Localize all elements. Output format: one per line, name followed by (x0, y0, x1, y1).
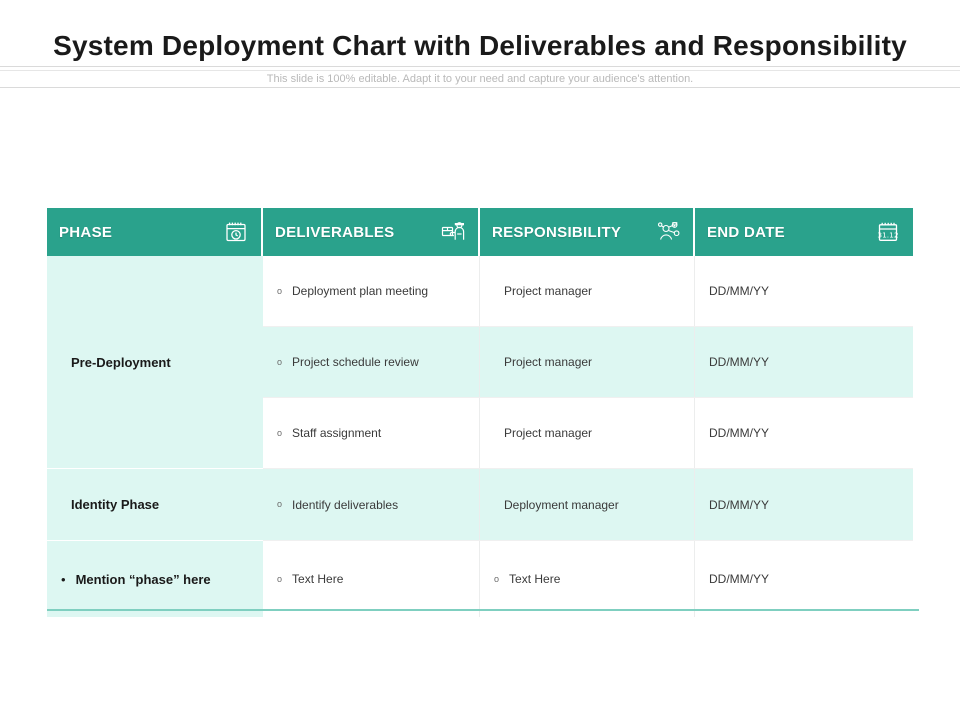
deco-line-5 (0, 87, 960, 88)
table-bottom-rule (47, 609, 919, 611)
title-block: System Deployment Chart with Deliverable… (0, 26, 960, 66)
cell-deliverable: o Deployment plan meeting (263, 256, 480, 326)
table-row[interactable]: o Staff assignment Project manager DD/MM… (263, 398, 913, 469)
cell-deliverable: o Staff assignment (263, 398, 480, 468)
table-row[interactable]: o Text Here o Text Here DD/MM/YY (263, 541, 913, 617)
value-deliverable: Project schedule review (292, 355, 419, 369)
table-header-row: PHASE DELIVERABLES (47, 208, 913, 256)
value-responsibility: Project manager (504, 426, 593, 440)
slide-subtitle: This slide is 100% editable. Adapt it to… (256, 73, 704, 85)
value-responsibility: Project manager (504, 355, 593, 369)
header-cell-end-date[interactable]: END DATE 31.12 (695, 208, 913, 256)
phase-label-1: Identity Phase (71, 497, 160, 512)
cell-responsibility: Project manager (480, 256, 695, 326)
calendar-31-12-icon: 31.12 (875, 219, 901, 245)
row-bullet-deliverable: o (277, 427, 283, 438)
value-end-date: DD/MM/YY (709, 572, 769, 586)
value-end-date: DD/MM/YY (709, 355, 769, 369)
header-label-responsibility: RESPONSIBILITY (492, 223, 622, 241)
value-deliverable: Identify deliverables (292, 497, 399, 512)
cell-end-date: DD/MM/YY (695, 541, 913, 617)
header-cell-responsibility[interactable]: RESPONSIBILITY (480, 208, 695, 256)
header-cell-phase[interactable]: PHASE (47, 208, 263, 256)
table-row[interactable]: o Project schedule review Project manage… (263, 327, 913, 398)
value-deliverable: Staff assignment (292, 426, 382, 440)
value-end-date: DD/MM/YY (709, 426, 769, 440)
table-body: Pre-Deployment Identity Phase • Mention … (47, 256, 913, 617)
cell-responsibility: Project manager (480, 398, 695, 468)
data-rows-column: o Deployment plan meeting Project manage… (263, 256, 913, 617)
phase-cell-mention-phase[interactable]: • Mention “phase” here (47, 541, 263, 617)
phase-label-0: Pre-Deployment (71, 354, 171, 370)
header-label-end-date: END DATE (707, 223, 785, 241)
delivery-person-package-icon (440, 219, 466, 245)
row-bullet-deliverable: o (277, 499, 283, 509)
cell-responsibility: Deployment manager (480, 469, 695, 540)
svg-text:31.12: 31.12 (877, 230, 898, 239)
value-responsibility: Text Here (509, 572, 561, 586)
cell-deliverable: o Identify deliverables (263, 469, 480, 540)
header-label-deliverables: DELIVERABLES (275, 223, 395, 241)
table-row[interactable]: o Deployment plan meeting Project manage… (263, 256, 913, 327)
value-responsibility: Project manager (504, 284, 593, 298)
table-body-grid: Pre-Deployment Identity Phase • Mention … (47, 256, 913, 617)
row-bullet-deliverable: o (277, 356, 283, 367)
cell-deliverable: o Project schedule review (263, 327, 480, 397)
value-end-date: DD/MM/YY (709, 497, 769, 512)
cell-responsibility: o Text Here (480, 541, 695, 617)
deco-line-2 (0, 70, 960, 71)
phase-label-2: Mention “phase” here (75, 571, 211, 587)
calendar-clock-icon (223, 219, 249, 245)
header-cell-deliverables[interactable]: DELIVERABLES (263, 208, 480, 256)
person-network-icon (655, 219, 681, 245)
cell-end-date: DD/MM/YY (695, 256, 913, 326)
cell-deliverable: o Text Here (263, 541, 480, 617)
value-end-date: DD/MM/YY (709, 284, 769, 298)
subtitle-wrap: This slide is 100% editable. Adapt it to… (0, 71, 960, 87)
row-bullet-responsibility: o (494, 573, 500, 584)
cell-end-date: DD/MM/YY (695, 327, 913, 397)
deco-line-1 (0, 66, 960, 67)
cell-end-date: DD/MM/YY (695, 398, 913, 468)
table-row[interactable]: o Identify deliverables Deployment manag… (263, 469, 913, 541)
phase-cell-pre-deployment[interactable]: Pre-Deployment (47, 256, 263, 469)
phase-bullet-2: • (61, 571, 66, 587)
value-deliverable: Deployment plan meeting (292, 284, 429, 298)
cell-end-date: DD/MM/YY (695, 469, 913, 540)
value-responsibility: Deployment manager (504, 497, 619, 512)
row-bullet-deliverable: o (277, 573, 283, 584)
cell-responsibility: Project manager (480, 327, 695, 397)
page-title: System Deployment Chart with Deliverable… (53, 30, 907, 61)
header-label-phase: PHASE (59, 223, 113, 241)
row-bullet-deliverable: o (277, 285, 283, 296)
deployment-table: PHASE DELIVERABLES (47, 208, 913, 617)
phase-column: Pre-Deployment Identity Phase • Mention … (47, 256, 263, 617)
value-deliverable: Text Here (292, 572, 344, 586)
phase-cell-identity-phase[interactable]: Identity Phase (47, 469, 263, 541)
